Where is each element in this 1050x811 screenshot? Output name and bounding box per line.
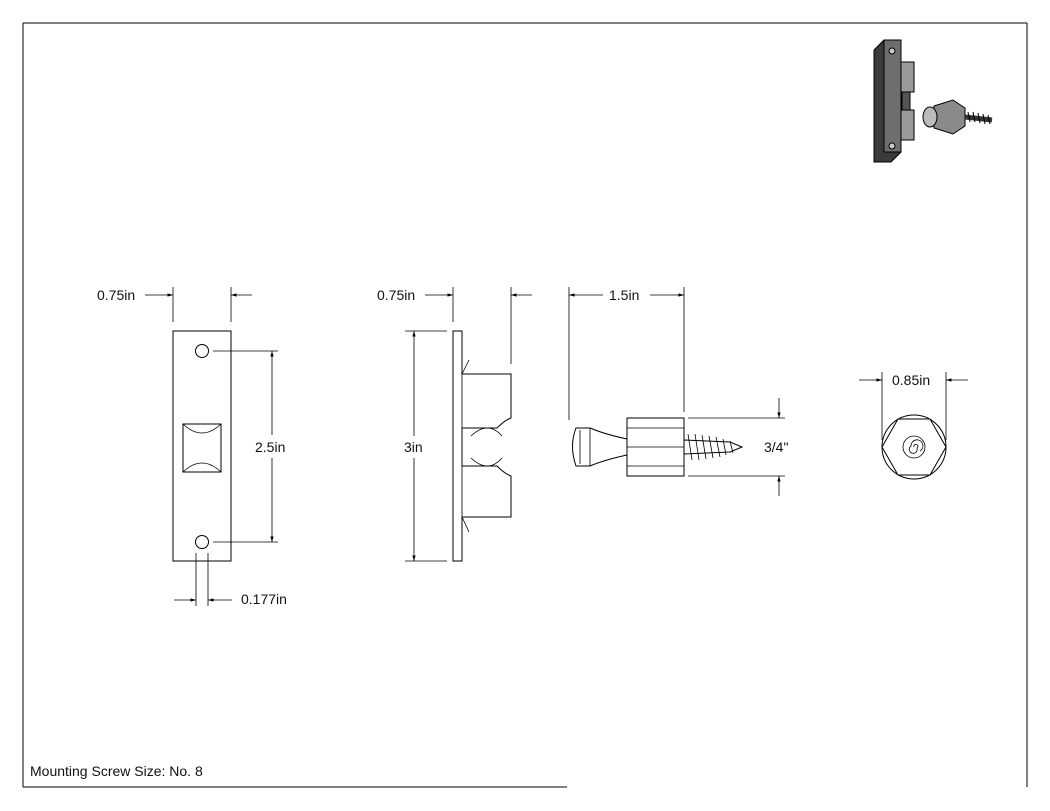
dimension-hole-diameter: 0.177in — [241, 591, 287, 607]
mounting-screw — [683, 433, 744, 461]
dimension-height: 3in — [404, 439, 423, 455]
stud-end-view — [859, 372, 968, 480]
catch-opening — [182, 423, 222, 473]
dimension-side-width: 0.75in — [377, 287, 415, 303]
dimension-hex-width: 0.85in — [892, 372, 930, 388]
stud-head — [572, 427, 628, 467]
mounting-hole-bottom — [195, 535, 209, 549]
isometric-thumbnail — [873, 39, 993, 163]
dimension-plate-width: 0.75in — [97, 287, 135, 303]
dimension-screw-length: 3/4" — [764, 439, 788, 455]
dimension-hole-spacing: 2.5in — [255, 439, 285, 455]
side-view — [405, 287, 532, 562]
dimension-stud-length: 1.5in — [609, 287, 639, 303]
front-view — [145, 287, 278, 606]
mounting-screw-note: Mounting Screw Size: No. 8 — [30, 763, 203, 779]
mounting-hole-top — [195, 344, 209, 358]
sheet-border — [22, 22, 1028, 788]
stud-side-view — [568, 287, 785, 496]
